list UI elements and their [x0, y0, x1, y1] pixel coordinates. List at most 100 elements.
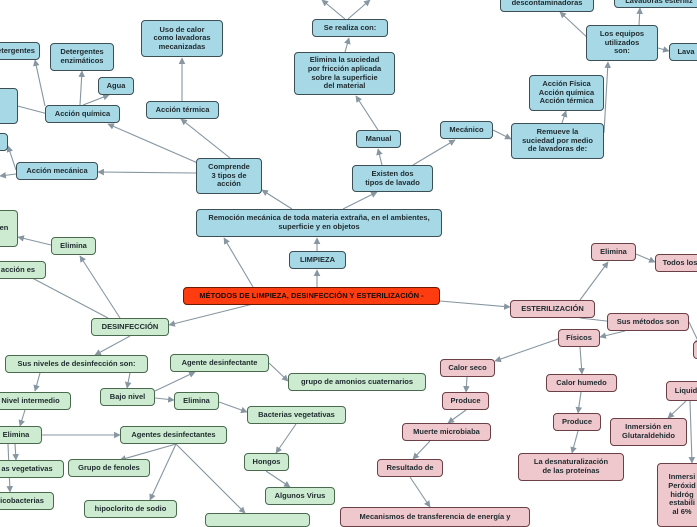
connector-arrow-27 — [168, 303, 254, 327]
node-agente-desinfectante[interactable]: Agente desinfectante — [170, 354, 269, 372]
connector-arrow-55 — [463, 376, 470, 393]
connector-arrow-4 — [342, 191, 378, 210]
node-left-edge-a[interactable] — [0, 88, 18, 124]
connector-arrow-22 — [560, 110, 568, 124]
node-bajo-nivel[interactable]: Bajo nivel — [100, 388, 155, 406]
connector-arrow-34 — [154, 371, 196, 392]
node-algunos-virus[interactable]: Algunos Virus — [265, 487, 335, 505]
connector-arrow-5 — [180, 118, 231, 159]
node-niveles[interactable]: Sus niveles de desinfección son: — [5, 355, 148, 373]
node-produce-seco[interactable]: Produce — [442, 392, 489, 410]
node-se-realiza[interactable]: Se realiza con: — [312, 19, 388, 37]
connector-arrow-13 — [6, 145, 17, 171]
node-remocion[interactable]: Remoción mecánica de toda materia extrañ… — [196, 209, 442, 237]
connector-arrow-56 — [447, 409, 467, 424]
node-det-enzimaticos[interactable]: Detergentes enzimáticos — [50, 43, 114, 71]
node-muerte[interactable]: Muerte microbiaba — [402, 423, 491, 441]
node-equipos[interactable]: Los equipos utilizados son: — [586, 25, 658, 61]
node-inmersion-per[interactable]: Inmersi Peróxid hidróg estabili al 6% — [657, 463, 697, 527]
node-nivel-intermedio[interactable]: Nivel intermedio — [0, 392, 71, 410]
node-uso-calor[interactable]: Uso de calor como lavadoras mecanizadas — [141, 20, 223, 57]
node-micobacterias[interactable]: icobacterias — [0, 492, 54, 510]
node-comprende[interactable]: Comprende 3 tipos de acción — [196, 158, 262, 194]
node-fisicos[interactable]: Físicos — [558, 329, 600, 347]
node-manual[interactable]: Manual — [356, 130, 401, 148]
node-esterilizacion[interactable]: ESTERILIZACIÓN — [510, 300, 595, 318]
connector-arrow-61 — [667, 400, 687, 419]
node-liquido[interactable]: Liquid — [666, 381, 697, 401]
node-elimina-bajo[interactable]: Elimina — [174, 392, 219, 410]
node-detergentes[interactable]: etergentes — [0, 42, 40, 60]
connector-arrow-39 — [265, 470, 291, 488]
node-elimina-desinf[interactable]: Elimina — [51, 237, 96, 255]
connector-arrow-53 — [494, 338, 559, 363]
connector-arrow-51 — [688, 321, 697, 346]
node-limpieza[interactable]: LIMPIEZA — [289, 251, 346, 269]
connector-arrow-58 — [409, 476, 431, 508]
node-desinfeccion[interactable]: DESINFECCIÓN — [91, 318, 169, 336]
connector-arrow-62 — [688, 400, 696, 464]
connector-arrow-20 — [321, 0, 346, 20]
node-elimina-intermedio[interactable]: Elimina — [0, 426, 42, 444]
connector-arrow-7 — [107, 123, 201, 165]
node-produce-humedo[interactable]: Produce — [553, 413, 601, 431]
connector-arrow-36 — [154, 396, 175, 403]
node-amonios[interactable]: grupo de amonios cuaternarios — [288, 373, 426, 391]
node-resultado[interactable]: Resultado de — [377, 459, 443, 477]
node-metodos-son[interactable]: Sus métodos son — [607, 313, 689, 331]
connector-arrow-21 — [347, 0, 371, 20]
root-node[interactable]: MÉTODOS DE LIMPIEZA, DESINFECCIÓN Y ESTE… — [183, 287, 440, 305]
connector-arrow-45 — [149, 443, 177, 501]
node-calor-seco[interactable]: Calor seco — [440, 359, 495, 377]
node-en[interactable]: en — [0, 210, 18, 247]
node-accion-fisica[interactable]: Acción Física Acción química Acción térm… — [529, 75, 604, 111]
connector-arrow-42 — [12, 443, 19, 461]
connector-arrow-12 — [33, 59, 46, 107]
node-accion-termica[interactable]: Acción térmica — [146, 101, 219, 119]
node-left-edge-b[interactable] — [0, 133, 8, 151]
node-agua[interactable]: Agua — [98, 77, 134, 95]
node-elimina-ester[interactable]: Elimina — [591, 243, 636, 261]
connector-arrow-19 — [344, 37, 351, 53]
connector-arrow-52 — [599, 330, 626, 339]
connector-arrow-40 — [18, 409, 26, 427]
node-remueve[interactable]: Remueve la suciedad por medio de lavador… — [511, 123, 604, 159]
node-grupo-fenoles[interactable]: Grupo de fenoles — [68, 459, 150, 477]
node-inmersion-glut[interactable]: Inmersión en Glutaraldehido — [610, 418, 687, 446]
node-bottom-green[interactable] — [205, 513, 310, 527]
node-hipoclorito[interactable]: hipoclorito de sodio — [84, 500, 177, 518]
node-accion-mecanica[interactable]: Acción mecánica — [16, 162, 98, 180]
connector-arrow-16 — [412, 139, 456, 166]
connector-arrow-9 — [82, 94, 110, 106]
node-hongos[interactable]: Hongos — [244, 453, 289, 471]
node-elimina-suciedad[interactable]: Elimina la suciedad por fricción aplicad… — [294, 52, 395, 95]
connector-arrow-35 — [268, 362, 289, 382]
connector-arrow-37 — [218, 401, 248, 414]
node-mecanismos[interactable]: Mecanismos de transferencia de energía y — [340, 507, 530, 527]
node-lavadoras-esterilizadoras[interactable]: Lavadoras esteriliz — [614, 0, 697, 8]
node-desnaturalizacion[interactable]: La desnaturalización de las proteínas — [518, 453, 624, 481]
connector-arrow-25 — [636, 7, 643, 26]
node-descontaminadoras[interactable]: descontaminadoras — [500, 0, 594, 12]
node-agentes-desinfectantes[interactable]: Agentes desinfectantes — [120, 426, 227, 444]
node-mecanico[interactable]: Mecánico — [440, 121, 493, 139]
node-lava[interactable]: Lava — [669, 43, 697, 61]
node-calor-humedo[interactable]: Calor humedo — [546, 374, 617, 392]
node-as-vegetativas[interactable]: as vegetativas — [0, 460, 64, 478]
node-accion-es[interactable]: acción es — [0, 261, 46, 279]
node-existen[interactable]: Existen dos tipos de lavado — [352, 165, 433, 192]
connector-arrow-28 — [79, 255, 121, 319]
connector-arrow-59 — [575, 391, 583, 414]
connector-arrow-17 — [492, 129, 512, 140]
node-accion-quimica[interactable]: Acción química — [45, 105, 120, 123]
connector-arrow-23 — [603, 61, 611, 134]
node-bacterias-vegetativas[interactable]: Bacterias vegetativas — [247, 406, 346, 424]
connector-arrow-14 — [0, 171, 17, 179]
node-todos-los[interactable]: Todos los — [655, 254, 697, 272]
connector-arrow-33 — [124, 372, 132, 389]
node-right-edge[interactable] — [693, 341, 697, 359]
connector-arrow-26 — [657, 46, 670, 53]
connector-arrow-49 — [635, 253, 656, 263]
connector-arrow-0 — [223, 237, 254, 288]
